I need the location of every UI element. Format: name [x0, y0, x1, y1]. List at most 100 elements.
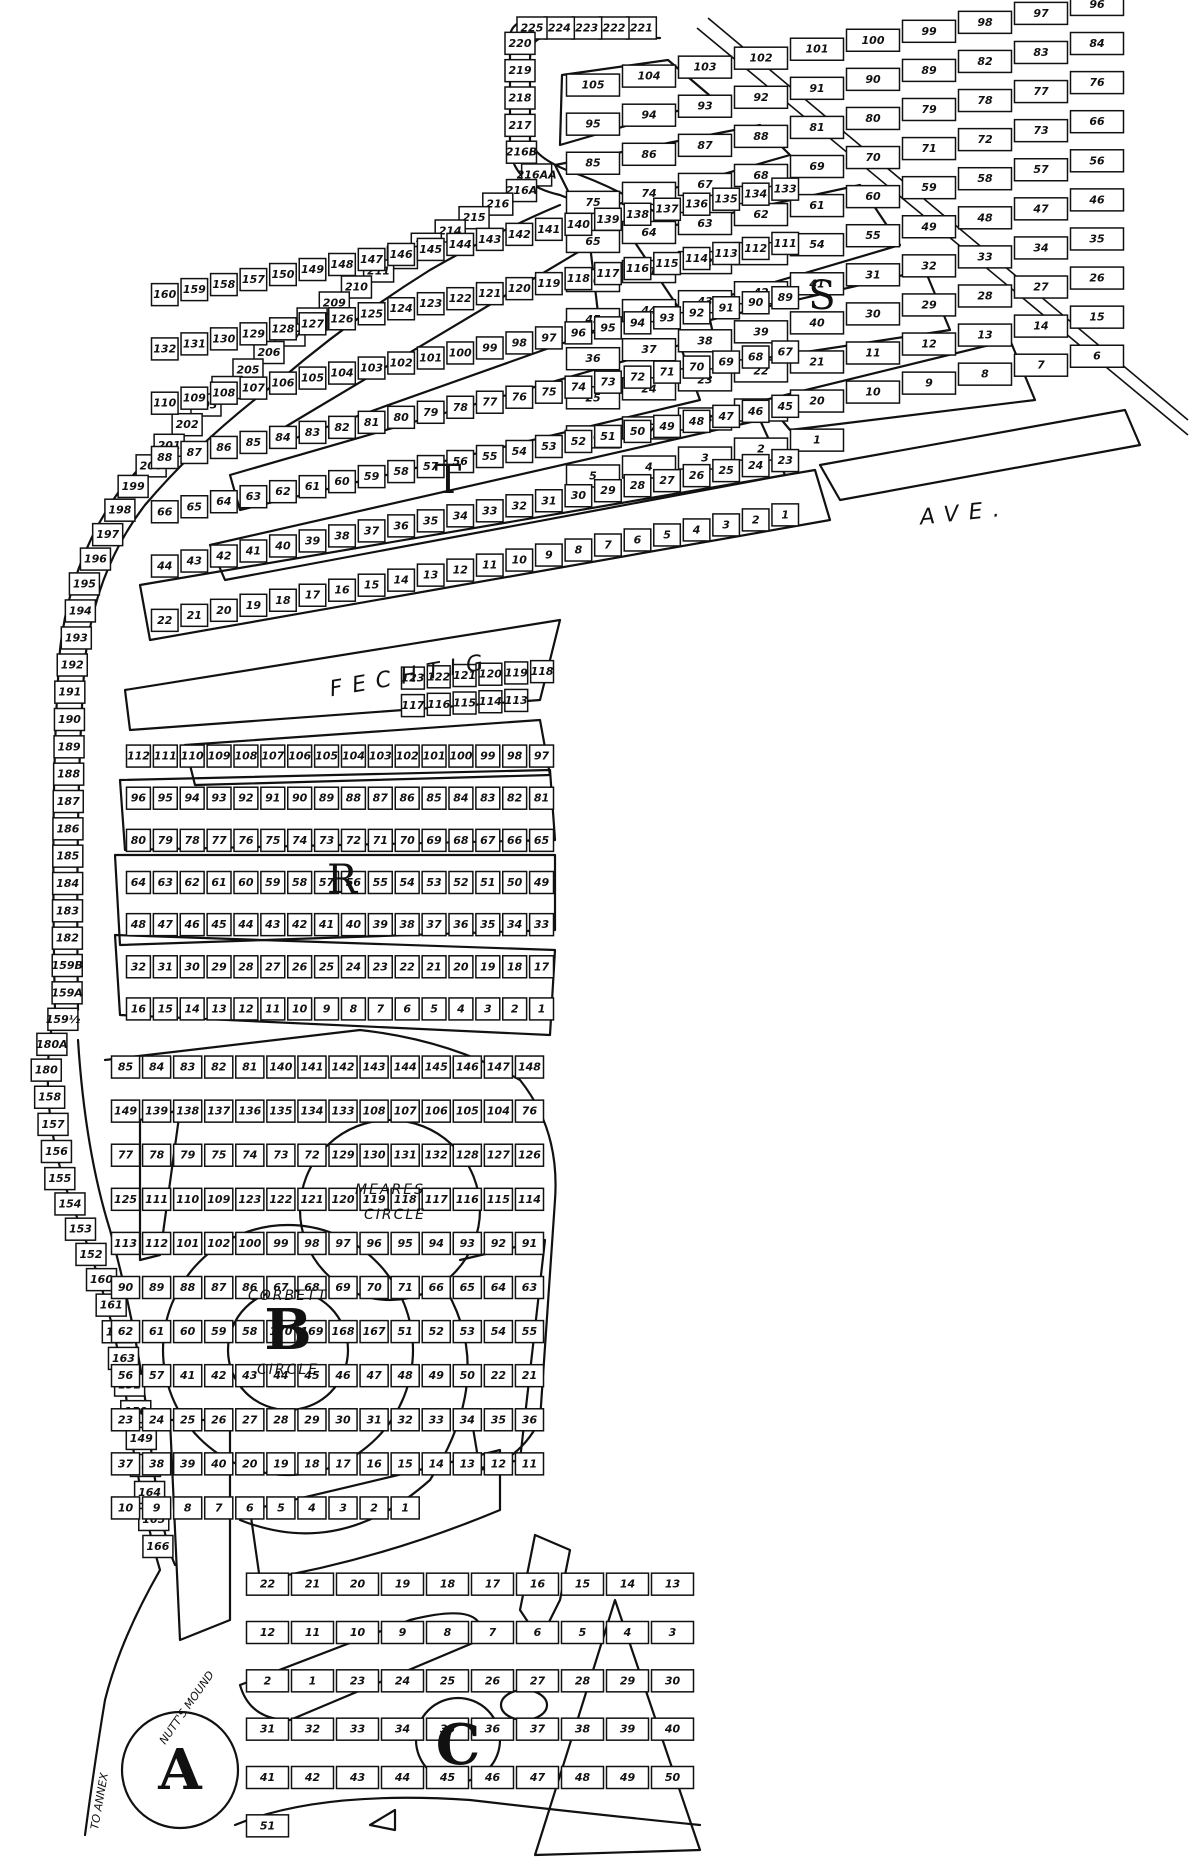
lot-number: 28 [977, 289, 993, 302]
lot-cell [682, 409, 711, 434]
lot-section-b-61: 99 [266, 1231, 296, 1256]
lot-number: 8 [184, 1501, 192, 1514]
lot-number: 20 [216, 604, 232, 617]
lot-section-r-rows-111: 1 [528, 997, 555, 1021]
lot-number: 39 [180, 1457, 196, 1470]
lot-number: 10 [350, 1626, 366, 1639]
lot-cell [534, 380, 563, 404]
lot-cell [901, 371, 957, 395]
street-label-ave: AVE. [917, 496, 1011, 530]
lot-section-b-44: 110 [172, 1187, 203, 1212]
lot-cell [298, 312, 327, 336]
lot-number: 13 [665, 1578, 681, 1591]
lot-number: 86 [242, 1281, 258, 1294]
lot-cell [446, 341, 475, 365]
lot-perimeter-road-57: 153 [64, 1217, 97, 1241]
lot-number: 39 [373, 918, 389, 931]
lot-number: 98 [304, 1237, 320, 1250]
lot-section-t-rows-24: 130 [209, 327, 238, 351]
lot-cell [650, 1572, 695, 1596]
lot-cell [297, 1496, 327, 1520]
lot-cell [245, 1572, 290, 1596]
lot-cell [206, 744, 232, 768]
lot-section-b-89: 170 [266, 1319, 296, 1344]
lot-number: 219 [509, 64, 532, 77]
lot-number: 29 [304, 1413, 320, 1426]
lot-number: 217 [509, 119, 532, 132]
lot-number: 98 [977, 16, 993, 29]
lot-section-s-top-24: 81 [789, 115, 845, 140]
lot-section-s-top-57: 48 [957, 206, 1013, 230]
lot-cell [313, 828, 340, 853]
lot-section-b-102: 43 [235, 1363, 265, 1388]
lot-section-s-top-37: 72 [957, 127, 1013, 152]
lot-number: 89 [778, 291, 794, 304]
lot-cell [390, 1187, 420, 1212]
lot-number: 132 [153, 342, 176, 355]
lot-number: 7 [489, 1626, 497, 1639]
lot-section-b-129: 40 [203, 1452, 234, 1476]
lot-section-s-top-89: 15 [1069, 305, 1125, 329]
lot-number: 202 [176, 418, 199, 431]
lot-number: 56 [346, 876, 362, 889]
lot-cell [203, 1408, 234, 1432]
lot-number: 96 [1089, 0, 1105, 11]
lot-cell [245, 1814, 290, 1838]
lot-number: 68 [753, 169, 769, 182]
lot-number: 186 [56, 822, 79, 835]
lot-number: 46 [334, 1369, 351, 1382]
lot-cell [446, 504, 475, 528]
lot-cell [452, 1275, 483, 1300]
lot-number: 20 [809, 395, 825, 408]
lot-cell [957, 166, 1013, 191]
lot-number: 136 [238, 1105, 261, 1118]
lot-section-t-rows-91: 63 [239, 484, 268, 509]
lot-section-s-top-67: 33 [957, 245, 1013, 269]
lot-section-t-rows-22: 132 [150, 337, 179, 361]
lot-number: 107 [394, 1105, 417, 1118]
lot-number: 95 [158, 792, 174, 805]
lot-section-r-rows-61: 51 [475, 870, 501, 895]
lot-cell [475, 870, 501, 895]
lot-cell [771, 503, 800, 527]
lot-number: 31 [366, 1413, 381, 1426]
lot-cell [268, 534, 297, 558]
lot-section-b-34: 72 [297, 1143, 327, 1167]
lot-cell [789, 154, 845, 179]
lot-number: 42 [215, 550, 232, 563]
lot-perimeter-road-31: 197 [91, 522, 124, 547]
lot-cell [52, 762, 85, 786]
lot-section-r-rows-91: 21 [421, 955, 447, 979]
lot-section-s-top-73: 39 [733, 320, 789, 344]
lot-number: 13 [211, 1002, 227, 1015]
lot-section-b-116: 27 [235, 1408, 265, 1432]
lot-cell [239, 484, 268, 509]
lot-cell [233, 786, 259, 810]
lot-cell [452, 1055, 483, 1079]
lot-section-c-37: 38 [560, 1717, 605, 1741]
lot-section-s-top-14: 91 [789, 76, 845, 101]
lot-section-t-rows-80: 74 [564, 375, 593, 399]
lot-number: 90 [292, 792, 308, 805]
lot-cell [380, 1717, 425, 1741]
lot-cell [359, 1496, 389, 1520]
lot-cell [110, 1275, 141, 1300]
lot-cell [483, 1099, 514, 1123]
lot-cell [260, 786, 286, 810]
lot-section-c-34: 35 [425, 1717, 470, 1741]
lot-section-c-38: 39 [605, 1717, 650, 1741]
lot-cell [36, 1032, 68, 1057]
lot-cell [475, 444, 504, 469]
lot-number: 108 [363, 1105, 386, 1118]
lot-cell [206, 786, 232, 810]
lot-number: 117 [401, 699, 424, 712]
lot-cell [328, 1231, 358, 1256]
lot-cell [297, 1187, 327, 1212]
lot-number: 73 [273, 1149, 289, 1162]
lot-cell [290, 1572, 335, 1596]
lot-section-b-52: 117 [421, 1187, 452, 1212]
lot-number: 121 [453, 669, 476, 682]
lot-section-b-59: 102 [203, 1231, 234, 1256]
lot-number: 26 [689, 469, 705, 482]
lot-section-b-14: 149 [110, 1099, 141, 1123]
